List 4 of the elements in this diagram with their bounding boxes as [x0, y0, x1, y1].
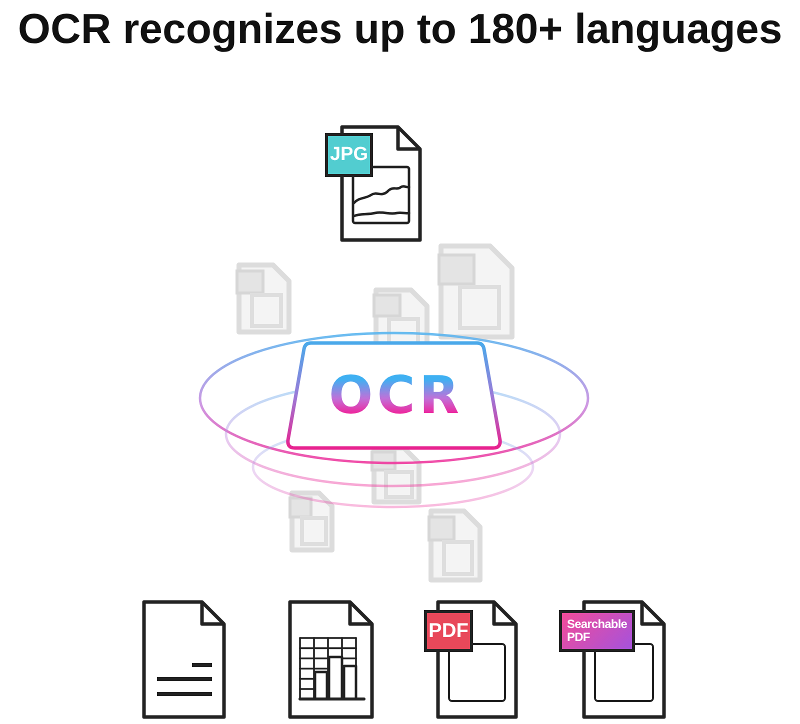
format-tag: Searchable PDF — [559, 610, 635, 652]
format-tag: JPG — [325, 133, 373, 177]
format-tag: PDF — [424, 610, 473, 652]
page-title: OCR recognizes up to 180+ languages — [16, 6, 784, 52]
